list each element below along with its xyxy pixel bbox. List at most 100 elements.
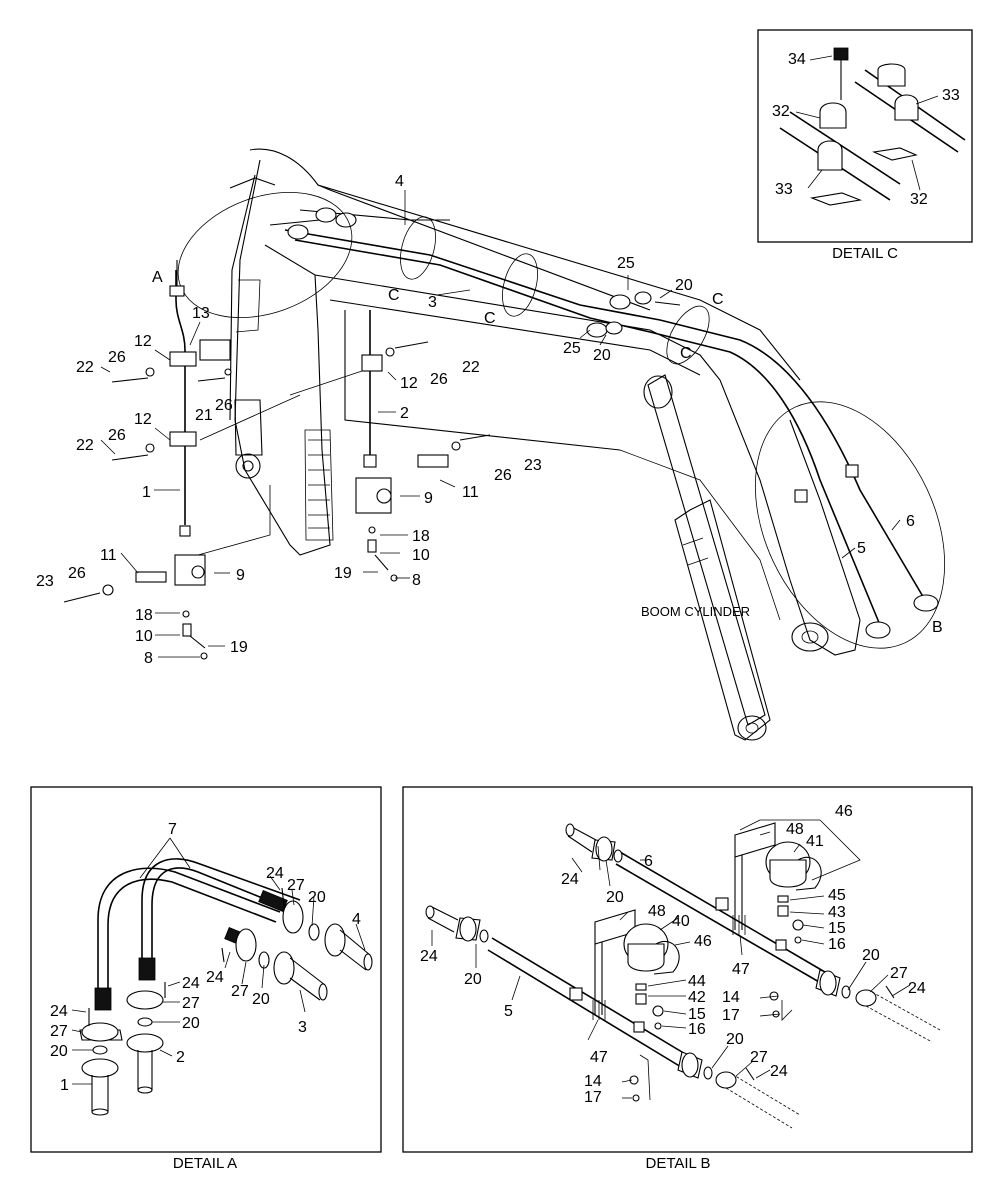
callout-9-right: 9	[424, 490, 433, 507]
detail-b-callout-40: 40	[672, 913, 690, 930]
detail-c-panel: 34 33 32 33 32 DETAIL C	[757, 29, 973, 262]
detail-b-callout-24-lower-left: 24	[420, 948, 438, 965]
detail-b-callout-27-upper-right: 27	[890, 965, 908, 982]
detail-a-callout-1: 1	[60, 1077, 69, 1094]
callout-b: B	[932, 619, 943, 636]
callout-3: 3	[428, 294, 437, 311]
detail-c-callout-33-bottom: 33	[775, 181, 793, 198]
detail-a-callout-20-upper: 20	[308, 889, 326, 906]
callout-11-right: 11	[462, 484, 479, 501]
detail-b-callout-47-upper: 47	[732, 961, 750, 978]
callout-20-lower: 20	[593, 347, 611, 364]
detail-b-callout-17-upper: 17	[722, 1007, 740, 1024]
callout-c-left: C	[388, 287, 400, 304]
callout-26-right-lower: 26	[494, 467, 512, 484]
callout-18-left: 18	[135, 607, 153, 624]
callout-26-left: 26	[68, 565, 86, 582]
detail-b-callout-45: 45	[828, 887, 846, 904]
callout-22-top: 22	[76, 359, 94, 376]
detail-c-callout-34: 34	[788, 51, 806, 68]
detail-a-callout-24-middle: 24	[206, 969, 224, 986]
detail-b-callout-20-lower-right: 20	[726, 1031, 744, 1048]
detail-b-callout-44: 44	[688, 973, 706, 990]
detail-c-callout-32-left: 32	[772, 103, 790, 120]
detail-a-callout-27-right: 27	[182, 995, 200, 1012]
callout-12-bottom: 12	[134, 411, 152, 428]
detail-a-callout-27-middle: 27	[231, 983, 249, 1000]
detail-b-callout-6: 6	[644, 853, 653, 870]
left-pipe-assembly	[63, 260, 232, 660]
callout-18-right: 18	[412, 528, 430, 545]
callout-8-left: 8	[144, 650, 153, 667]
detail-b-callout-20-lower-left: 20	[464, 971, 482, 988]
detail-a-panel: 7 24 27 20 4 24 27 20 3 24 27 20 2 24 27…	[30, 786, 382, 1172]
detail-a-callout-7: 7	[168, 821, 177, 838]
callout-1: 1	[142, 484, 151, 501]
callout-4: 4	[395, 173, 404, 190]
callout-21: 21	[195, 407, 213, 424]
callout-23-right: 23	[524, 457, 542, 474]
detail-a-callout-24-left: 24	[50, 1003, 68, 1020]
detail-b-callout-41: 41	[806, 833, 824, 850]
detail-b-callout-24-upper-right: 24	[908, 980, 926, 997]
detail-a-callout-20-middle: 20	[252, 991, 270, 1008]
callout-8-right: 8	[412, 572, 421, 589]
detail-b-callout-47-lower: 47	[590, 1049, 608, 1066]
callout-11-left: 11	[100, 547, 117, 564]
callout-a: A	[152, 269, 163, 286]
detail-b-panel: 46 48 41 6 24 20 45 43 15 16 47 48 40 46…	[402, 786, 973, 1172]
callout-20-upper: 20	[675, 277, 693, 294]
detail-b-callout-20-upper-left: 20	[606, 889, 624, 906]
callout-26-center: 26	[215, 397, 233, 414]
callout-22-bottom: 22	[76, 437, 94, 454]
detail-a-callout-20-right: 20	[182, 1015, 200, 1032]
callout-2: 2	[400, 405, 409, 422]
callout-12-top: 12	[134, 333, 152, 350]
detail-c-callout-33-top: 33	[942, 87, 960, 104]
callout-19-left: 19	[230, 639, 248, 656]
detail-b-callout-14-upper: 14	[722, 989, 740, 1006]
detail-b-callout-46-lower: 46	[694, 933, 712, 950]
callout-19-right: 19	[334, 565, 352, 582]
detail-b-callout-15-upper: 15	[828, 920, 846, 937]
callout-26-bottom: 26	[108, 427, 126, 444]
detail-a-title: DETAIL A	[173, 1155, 237, 1172]
main-callout-labels: 4 25 20 C A C 3 C C 25 20 13 12 22 26 21…	[36, 173, 943, 667]
detail-b-callout-24-upper-left: 24	[561, 871, 579, 888]
callout-26-top: 26	[108, 349, 126, 366]
callout-c-lower: C	[680, 345, 692, 362]
callout-10-left: 10	[135, 628, 153, 645]
detail-a-callout-4: 4	[352, 911, 361, 928]
callout-c-middle: C	[484, 310, 496, 327]
detail-b-callout-16-lower: 16	[688, 1021, 706, 1038]
detail-c-callout-32-right: 32	[910, 191, 928, 208]
callout-26-right: 26	[430, 371, 448, 388]
callout-5: 5	[857, 540, 866, 557]
detail-a-callout-24-upper: 24	[266, 865, 284, 882]
callout-10-right: 10	[412, 547, 430, 564]
detail-b-callout-42: 42	[688, 989, 706, 1006]
detail-b-callout-48-lower: 48	[648, 903, 666, 920]
detail-b-callout-48-upper: 48	[786, 821, 804, 838]
detail-b-callout-27-lower-right: 27	[750, 1049, 768, 1066]
detail-a-callout-20-left: 20	[50, 1043, 68, 1060]
callout-22-right: 22	[462, 359, 480, 376]
callout-23-left: 23	[36, 573, 54, 590]
detail-b-callout-24-lower-right: 24	[770, 1063, 788, 1080]
detail-b-callout-16-upper: 16	[828, 936, 846, 953]
boom-cylinder-label: BOOM CYLINDER	[641, 604, 750, 619]
callout-25-lower: 25	[563, 340, 581, 357]
center-pipe-assembly	[355, 310, 491, 582]
callout-12-right: 12	[400, 375, 418, 392]
detail-a-callout-2: 2	[176, 1049, 185, 1066]
boom-assembly-drawing	[177, 148, 946, 741]
detail-b-title: DETAIL B	[645, 1155, 710, 1172]
detail-a-callout-27-upper: 27	[287, 877, 305, 894]
detail-c-title: DETAIL C	[832, 245, 898, 262]
detail-a-callout-3: 3	[298, 1019, 307, 1036]
main-leader-lines	[100, 190, 901, 658]
callout-c-right: C	[712, 291, 724, 308]
detail-b-callout-15-lower: 15	[688, 1006, 706, 1023]
